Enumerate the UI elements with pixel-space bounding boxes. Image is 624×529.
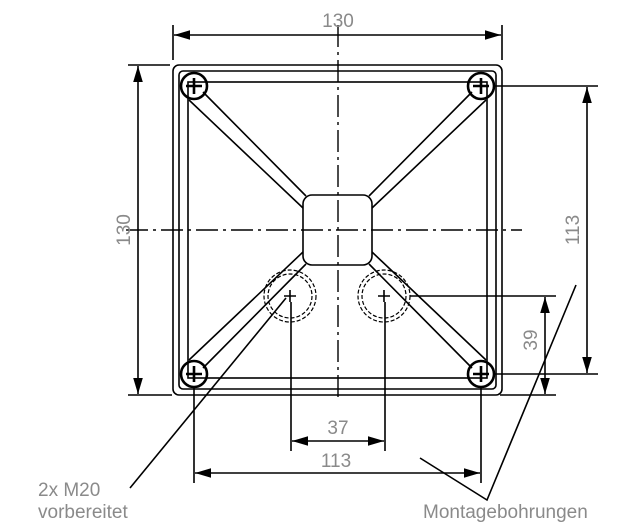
screw-icon <box>466 359 496 389</box>
cable-glands <box>263 269 411 323</box>
screw-icon <box>179 71 209 101</box>
dimension-lines <box>128 25 598 502</box>
screw-icons <box>179 71 496 389</box>
dim-height-left: 130 <box>114 214 135 246</box>
screw-icon <box>179 359 209 389</box>
dim-width-top: 130 <box>322 11 354 32</box>
screw-icon <box>466 71 496 101</box>
dim-gland-spacing: 37 <box>327 418 348 439</box>
center-lines <box>126 25 522 400</box>
gland-label-line2: vorbereitet <box>38 502 128 523</box>
dim-gland-height: 39 <box>521 329 542 350</box>
dim-mount-horizontal: 113 <box>321 451 351 472</box>
dim-mount-vertical: 113 <box>563 215 584 245</box>
mounting-holes-label: Montagebohrungen <box>423 502 588 523</box>
gland-label-line1: 2x M20 <box>38 480 100 501</box>
